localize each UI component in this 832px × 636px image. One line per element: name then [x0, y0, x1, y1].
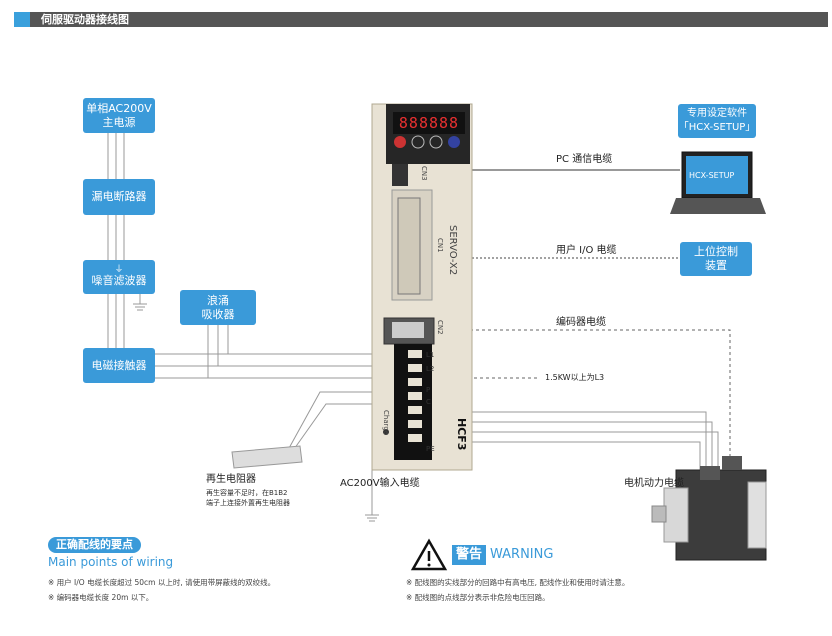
- drive-brand: SERVO-X2: [447, 225, 458, 276]
- terminal-p: P: [426, 386, 431, 394]
- charge-label: Charge: [382, 410, 390, 436]
- encoder-cable-label: 编码器电缆: [556, 317, 606, 328]
- header-accent: [14, 12, 30, 27]
- software-box: 专用设定软件 「HCX-SETUP」: [678, 104, 756, 138]
- software-line1: 专用设定软件: [687, 108, 747, 119]
- warning-note-2: ※ 配线图的点线部分表示非危险电压回路。: [406, 593, 550, 602]
- points-note-1: ※ 用户 I/O 电缆长度超过 50cm 以上时, 请使用带屏蔽线的双绞线。: [48, 578, 276, 587]
- pc-cable-label: PC 通信电缆: [556, 154, 613, 165]
- terminal-c: C: [426, 398, 431, 406]
- ground-icon: ⏚: [114, 265, 124, 275]
- noise-filter-label: 噪音滤波器: [91, 274, 147, 287]
- host-line1: 上位控制: [694, 245, 738, 258]
- software-line2: 「HCX-SETUP」: [678, 122, 756, 133]
- motor-cable-label: 电机动力电缆: [624, 478, 684, 489]
- ac-input-label: AC200V输入电缆: [340, 478, 420, 489]
- drive-model: HCF3: [455, 418, 468, 451]
- drive-display: 888888: [393, 112, 465, 134]
- laptop-icon: [670, 151, 766, 214]
- power-supply-box: 单相AC200V 主电源: [83, 98, 155, 133]
- servo-drive: [371, 103, 473, 471]
- encoder-cable-line: [440, 329, 731, 462]
- laptop-screen-label: HCX-SETUP: [689, 171, 735, 180]
- io-cable-label: 用户 I/O 电缆: [556, 245, 617, 256]
- servo-motor-icon: [651, 456, 767, 561]
- l3-note: 1.5KW以上为L3: [545, 373, 605, 382]
- surge-line1: 浪涌: [207, 293, 229, 307]
- power-supply-line1: 单相AC200V: [86, 101, 152, 115]
- terminal-l1: L1: [426, 351, 435, 359]
- contactor-label: 电磁接触器: [91, 358, 147, 372]
- points-note-2: ※ 编码器电缆长度 20m 以下。: [48, 593, 154, 602]
- breaker-label: 漏电断路器: [91, 190, 147, 203]
- warning-note-1: ※ 配线图的实线部分的回路中有高电压, 配线作业和使用时请注意。: [406, 578, 630, 587]
- breaker-box: 漏电断路器: [83, 179, 155, 215]
- terminal-l2: L2: [426, 365, 435, 373]
- surge-line2: 吸收器: [201, 307, 235, 321]
- cn3-label: CN3: [420, 166, 428, 181]
- cn2-label: CN2: [436, 320, 444, 335]
- regen-resistor-icon: [231, 445, 303, 469]
- host-line2: 装置: [705, 259, 727, 272]
- points-title-en: Main points of wiring: [48, 555, 174, 569]
- warning-icon: [410, 538, 448, 571]
- host-controller-box: 上位控制 装置: [680, 242, 752, 276]
- terminal-pe: PE: [426, 445, 435, 453]
- cn1-label: CN1: [436, 238, 444, 253]
- header-bar: 伺服驱动器接线图: [14, 12, 828, 27]
- contactor-box: 电磁接触器: [83, 348, 155, 383]
- warning-badge: 警告: [452, 545, 487, 565]
- page-title: 伺服驱动器接线图: [41, 13, 129, 26]
- regen-note-1: 再生容量不足时，在B1B2: [206, 489, 288, 497]
- noise-filter-box: ⏚ 噪音滤波器: [83, 260, 155, 294]
- points-title: 正确配线的要点: [48, 537, 141, 553]
- surge-absorber-box: 浪涌 吸收器: [180, 290, 256, 325]
- warning-title: WARNING: [490, 547, 554, 562]
- power-lines: [107, 133, 719, 522]
- power-supply-line2: 主电源: [102, 115, 136, 129]
- regen-note-2: 端子上连接外置再生电阻器: [206, 499, 290, 507]
- regen-label: 再生电阻器: [206, 474, 256, 485]
